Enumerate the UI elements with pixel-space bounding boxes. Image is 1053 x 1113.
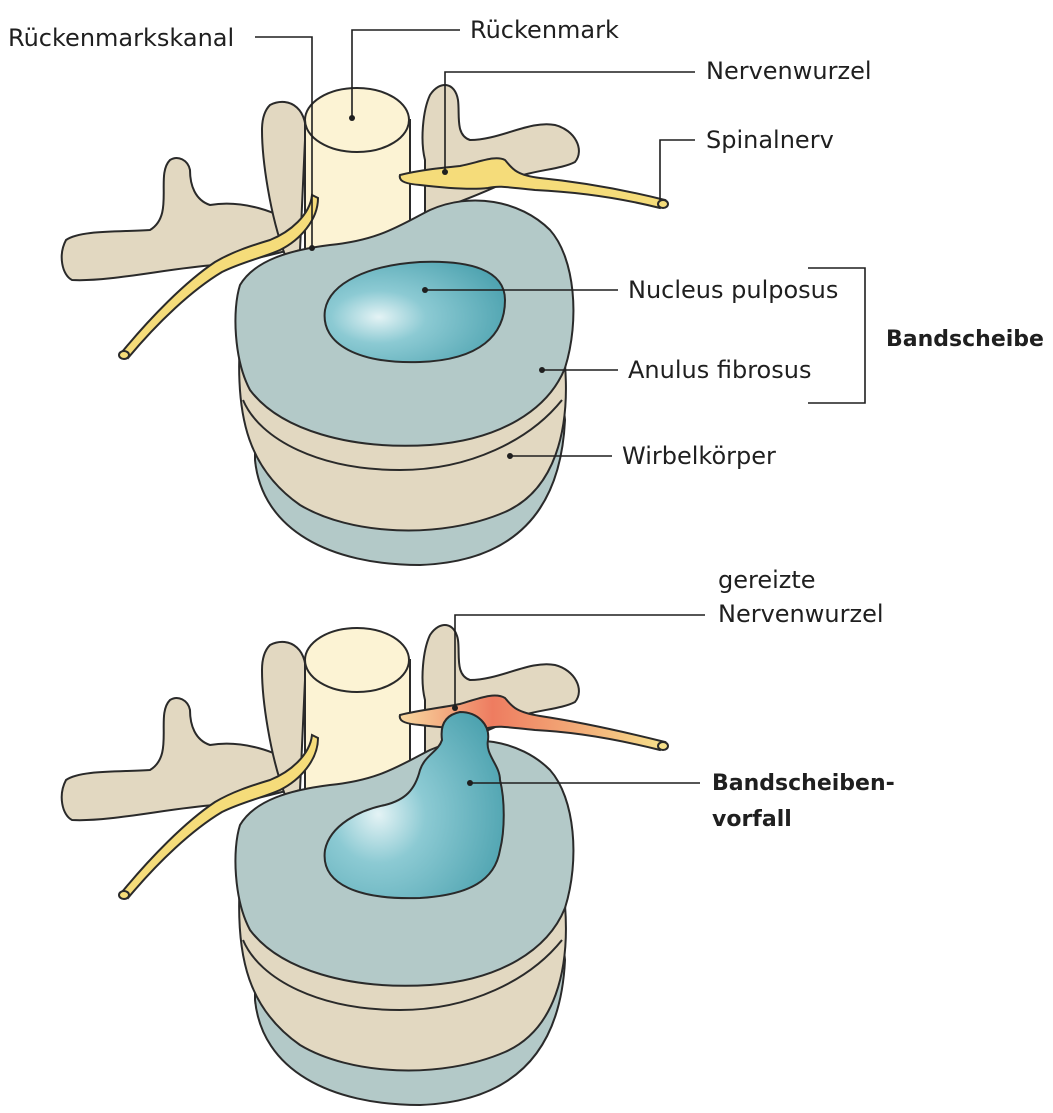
label-irritated-root-2: Nervenwurzel (718, 600, 884, 628)
leader-spinal-nerve (659, 139, 695, 200)
label-nucleus-pulposus: Nucleus pulposus (628, 276, 839, 304)
label-irritated-root-1: gereizte (718, 566, 816, 594)
leader-spinal-cord (351, 29, 460, 118)
disc-group-bracket (808, 267, 866, 404)
vertebral-body-band (242, 399, 563, 472)
herniated-vertebra (60, 624, 669, 1107)
label-herniation-1: Bandscheiben- (712, 771, 895, 796)
left-nerve-end (118, 350, 130, 360)
left-lamina-2 (260, 640, 307, 797)
label-disc-group: Bandscheibe (886, 327, 1044, 352)
bottom-leader-dots (452, 705, 473, 786)
label-vertebral-body: Wirbelkörper (622, 442, 776, 470)
leader-nerve-root (444, 71, 695, 172)
spinal-cord-top-2 (304, 627, 410, 693)
left-nerve-end-2 (118, 890, 130, 900)
label-herniation-2: vorfall (712, 807, 792, 832)
leader-irritated-root (454, 614, 705, 708)
leader-spinal-canal (255, 36, 313, 248)
label-anulus-fibrosus: Anulus fibrosus (628, 356, 812, 384)
label-spinal-canal: Rückenmarkskanal (8, 24, 235, 52)
bottom-leader-lines (454, 614, 705, 784)
top-leader-lines (255, 29, 866, 457)
healthy-vertebra (60, 84, 669, 567)
irritated-nerve-end (657, 741, 669, 751)
nucleus-pulposus (323, 260, 507, 364)
left-lamina (260, 100, 307, 257)
label-spinal-cord: Rückenmark (470, 16, 619, 44)
herniated-nucleus (323, 710, 505, 900)
spinal-cord-top (304, 87, 410, 153)
top-leader-dots (309, 115, 545, 459)
label-spinal-nerve: Spinalnerv (706, 126, 834, 154)
right-nerve-end (657, 199, 669, 209)
label-nerve-root: Nervenwurzel (706, 57, 872, 85)
vertebral-body-band-2 (242, 939, 563, 1012)
right-lamina (421, 84, 580, 217)
